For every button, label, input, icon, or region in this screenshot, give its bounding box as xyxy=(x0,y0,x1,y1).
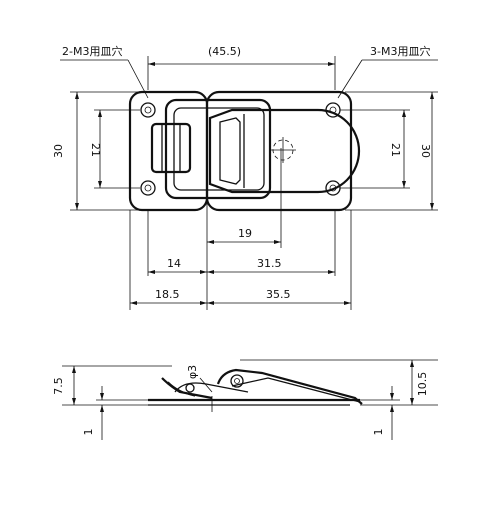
mounting-hole xyxy=(140,180,156,196)
dim-text-overall-width: (45.5) xyxy=(208,45,241,58)
dim-19: 19 xyxy=(207,227,281,244)
dim-side-thickness-right: 1 xyxy=(360,386,400,440)
dim-14-31_5: 14 31.5 xyxy=(148,257,335,274)
dim-height-left: 30 xyxy=(52,91,145,211)
pivot-pin xyxy=(230,374,244,388)
dim-text-19: 19 xyxy=(238,227,252,240)
dim-text-31-5: 31.5 xyxy=(257,257,282,270)
dim-text-35-5: 35.5 xyxy=(266,288,291,301)
callout-right-holes: 3-M3用皿穴 xyxy=(337,44,438,99)
dim-height-right: 30 xyxy=(345,91,438,211)
latch-lever xyxy=(208,108,361,194)
wire-bail xyxy=(164,98,272,200)
dim-pitch-left: 21 xyxy=(89,109,140,189)
mounting-hole xyxy=(140,102,156,118)
callout-right-text: 3-M3用皿穴 xyxy=(370,44,430,58)
dim-text-14: 14 xyxy=(167,257,181,270)
dim-text-side-thickness-left: 1 xyxy=(82,429,95,436)
callout-left-holes: 2-M3用皿穴 xyxy=(60,44,149,99)
keeper-hook xyxy=(150,122,192,174)
dim-text-height-left: 30 xyxy=(52,144,65,158)
dim-side-height-right: 10.5 xyxy=(240,359,438,406)
latch-top-view xyxy=(128,90,361,212)
dim-text-side-thickness-right: 1 xyxy=(372,429,385,436)
dim-side-thickness-left: 1 xyxy=(82,386,150,440)
dim-overall-width: (45.5) xyxy=(147,45,336,90)
dim-text-phi3: φ3 xyxy=(186,365,199,379)
dim-text-side-height-right: 10.5 xyxy=(416,372,429,397)
dim-text-height-right: 30 xyxy=(419,144,432,158)
dim-text-side-height-left: 7.5 xyxy=(52,377,65,395)
dim-text-pitch-left: 21 xyxy=(89,143,102,157)
dim-18_5-35_5: 18.5 35.5 xyxy=(130,288,351,305)
dim-text-pitch-right: 21 xyxy=(389,143,402,157)
latch-side-view: φ3 xyxy=(148,365,363,412)
dim-text-18-5: 18.5 xyxy=(155,288,180,301)
dim-side-height-left: 7.5 xyxy=(52,365,172,406)
callout-left-text: 2-M3用皿穴 xyxy=(62,44,122,58)
right-base-plate xyxy=(205,90,353,212)
